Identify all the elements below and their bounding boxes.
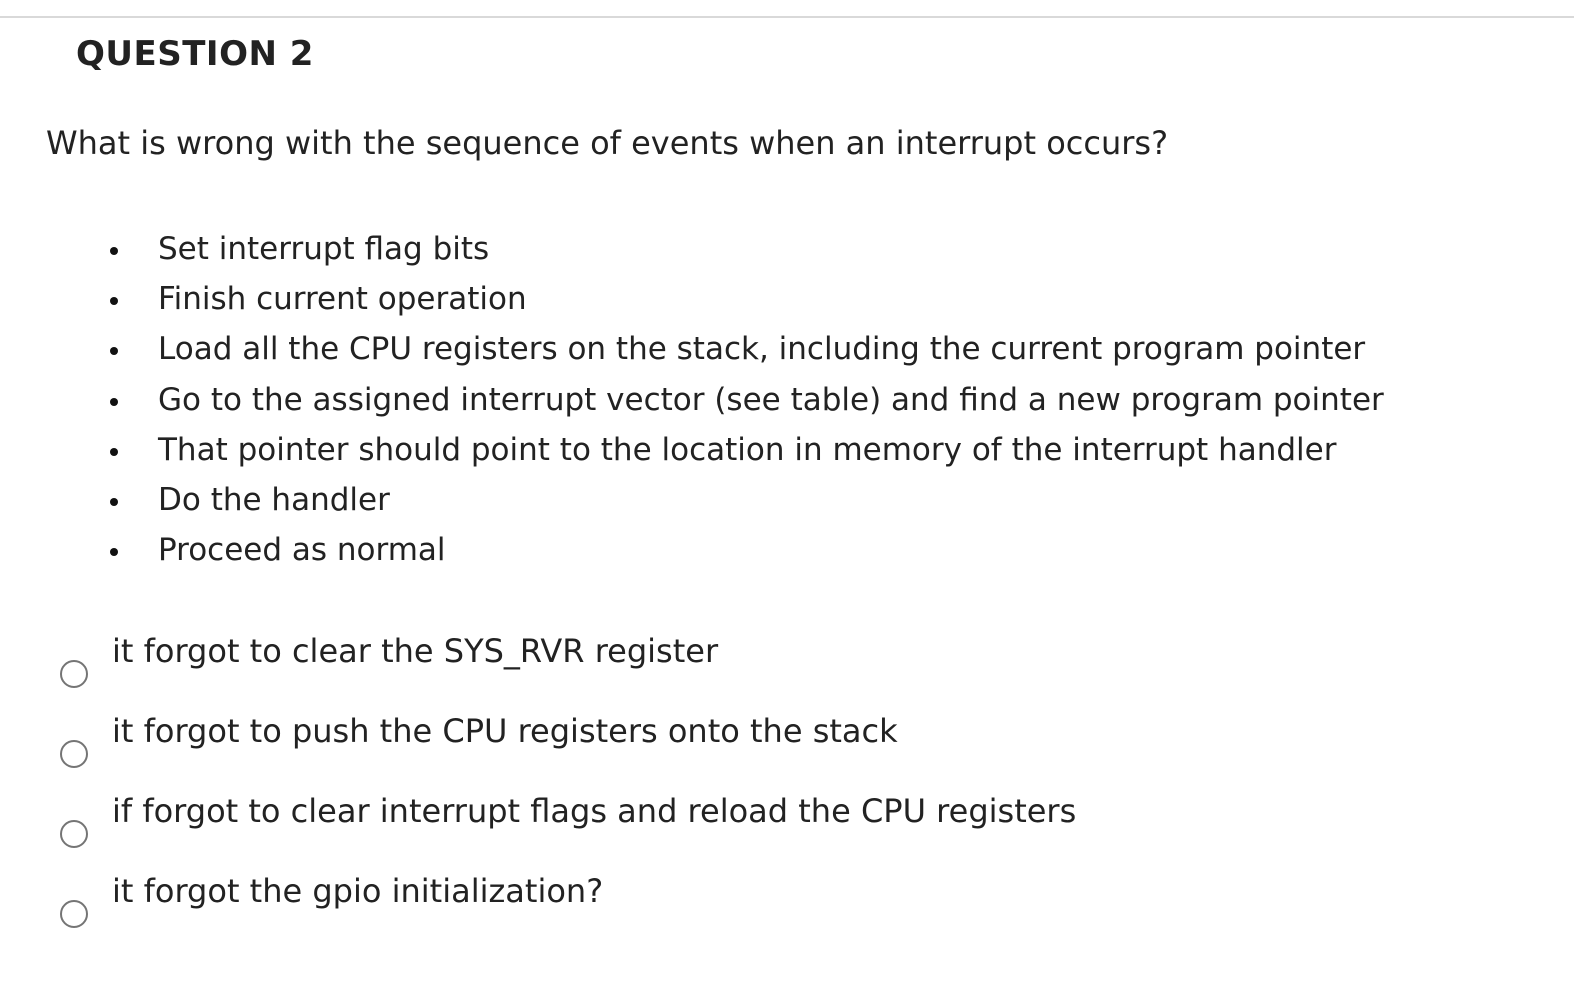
step-text: That pointer should point to the locatio… (158, 431, 1337, 468)
bullet-icon (110, 498, 118, 507)
radio-button-icon[interactable] (60, 900, 88, 928)
radio-button-icon[interactable] (60, 820, 88, 848)
answer-option-4[interactable]: it forgot the gpio initialization? (0, 872, 1574, 952)
bullet-icon (110, 247, 118, 256)
step-text: Do the handler (158, 482, 390, 519)
answer-options: it forgot to clear the SYS_RVR register … (0, 632, 1574, 952)
answer-option-label[interactable]: it forgot the gpio initialization? (112, 872, 604, 910)
step-text: Load all the CPU registers on the stack,… (158, 331, 1366, 368)
bullet-icon (110, 347, 118, 356)
bullet-icon (110, 548, 118, 557)
question-prompt: What is wrong with the sequence of event… (46, 124, 1169, 162)
answer-option-3[interactable]: if forgot to clear interrupt flags and r… (0, 792, 1574, 872)
step-text: Finish current operation (158, 281, 527, 318)
step-text: Go to the assigned interrupt vector (see… (158, 381, 1384, 418)
bullet-icon (110, 447, 118, 456)
radio-button-icon[interactable] (60, 660, 88, 688)
radio-button-icon[interactable] (60, 740, 88, 768)
question-title: QUESTION 2 (76, 34, 314, 74)
bullet-icon (110, 297, 118, 306)
step-text: Set interrupt flag bits (158, 231, 490, 268)
step-text: Proceed as normal (158, 532, 446, 569)
answer-option-label[interactable]: it forgot to push the CPU registers onto… (112, 712, 898, 750)
bullet-icon (110, 397, 118, 406)
top-divider (0, 16, 1574, 18)
answer-option-1[interactable]: it forgot to clear the SYS_RVR register (0, 632, 1574, 712)
answer-option-2[interactable]: it forgot to push the CPU registers onto… (0, 712, 1574, 792)
answer-option-label[interactable]: it forgot to clear the SYS_RVR register (112, 632, 719, 670)
answer-option-label[interactable]: if forgot to clear interrupt flags and r… (112, 792, 1077, 830)
